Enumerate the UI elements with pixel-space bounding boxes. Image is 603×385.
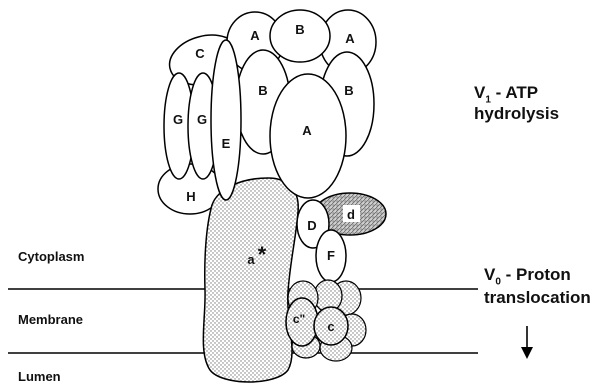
- label-g-2: G: [197, 112, 207, 127]
- v1-rest: - ATP: [491, 83, 538, 102]
- v0-prefix: V: [484, 265, 495, 284]
- label-d-lower: d: [347, 207, 355, 222]
- v1-prefix: V: [474, 83, 485, 102]
- label-star: *: [258, 242, 267, 267]
- label-c-double-prime: c": [293, 312, 305, 326]
- label-e: E: [222, 136, 231, 151]
- label-a-star: a: [247, 252, 255, 267]
- label-g-1: G: [173, 112, 183, 127]
- label-h: H: [186, 189, 195, 204]
- v0-rest: - Proton: [501, 265, 571, 284]
- label-a-top-left: A: [250, 28, 260, 43]
- region-label-membrane: Membrane: [18, 312, 83, 327]
- label-b-right: B: [344, 83, 353, 98]
- subunit-a-star: [203, 178, 298, 382]
- region-label-cytoplasm: Cytoplasm: [18, 249, 84, 264]
- label-d-upper: D: [307, 218, 316, 233]
- label-a-center: A: [302, 123, 312, 138]
- label-a-top-right: A: [345, 31, 355, 46]
- label-b-top: B: [295, 22, 304, 37]
- v1-sector-label-line2: hydrolysis: [474, 104, 559, 124]
- region-label-lumen: Lumen: [18, 369, 61, 384]
- label-b-left: B: [258, 83, 267, 98]
- subunit-e: [211, 40, 241, 200]
- v0-sector-label-line2: translocation: [484, 288, 591, 308]
- label-c-small: c: [327, 319, 334, 334]
- label-f: F: [327, 248, 335, 263]
- label-c-top: C: [195, 46, 205, 61]
- translocation-arrow-head: [521, 347, 533, 359]
